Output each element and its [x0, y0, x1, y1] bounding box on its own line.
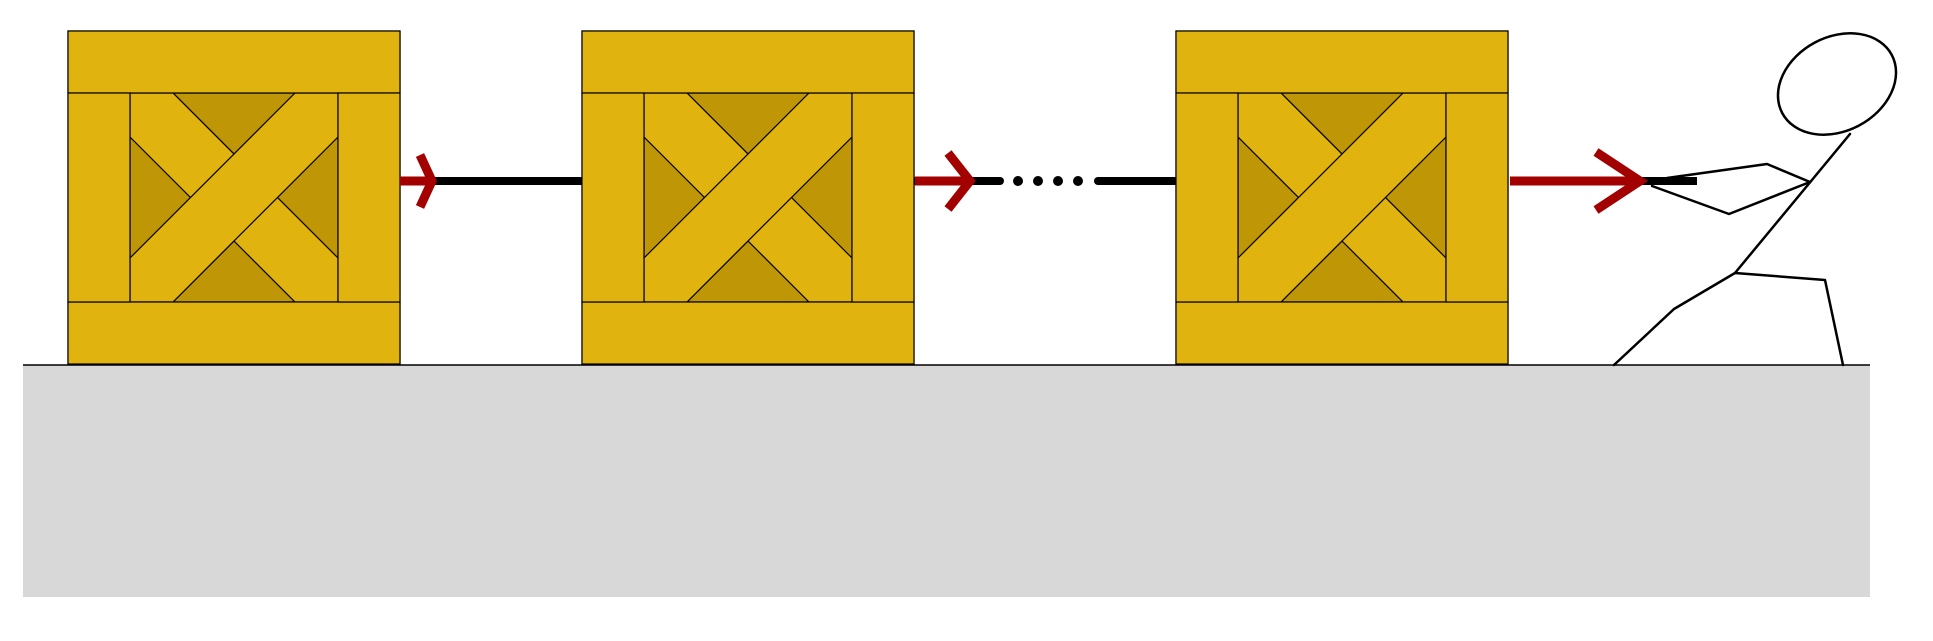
stick-figure-icon	[1612, 32, 1898, 367]
upper-arm	[1665, 162, 1812, 184]
floor	[23, 365, 1870, 597]
crate-icon	[1175, 30, 1509, 365]
back-leg	[1612, 271, 1737, 367]
neck-torso	[1733, 132, 1852, 275]
lower-arm	[1650, 180, 1812, 216]
crate-icon	[67, 30, 401, 365]
force-arrow-icon	[1510, 148, 1649, 214]
force-arrow-icon	[400, 153, 437, 209]
force-arrow-icon	[915, 150, 976, 212]
front-leg	[1733, 271, 1845, 367]
head	[1776, 32, 1898, 136]
crate-icon	[581, 30, 915, 365]
